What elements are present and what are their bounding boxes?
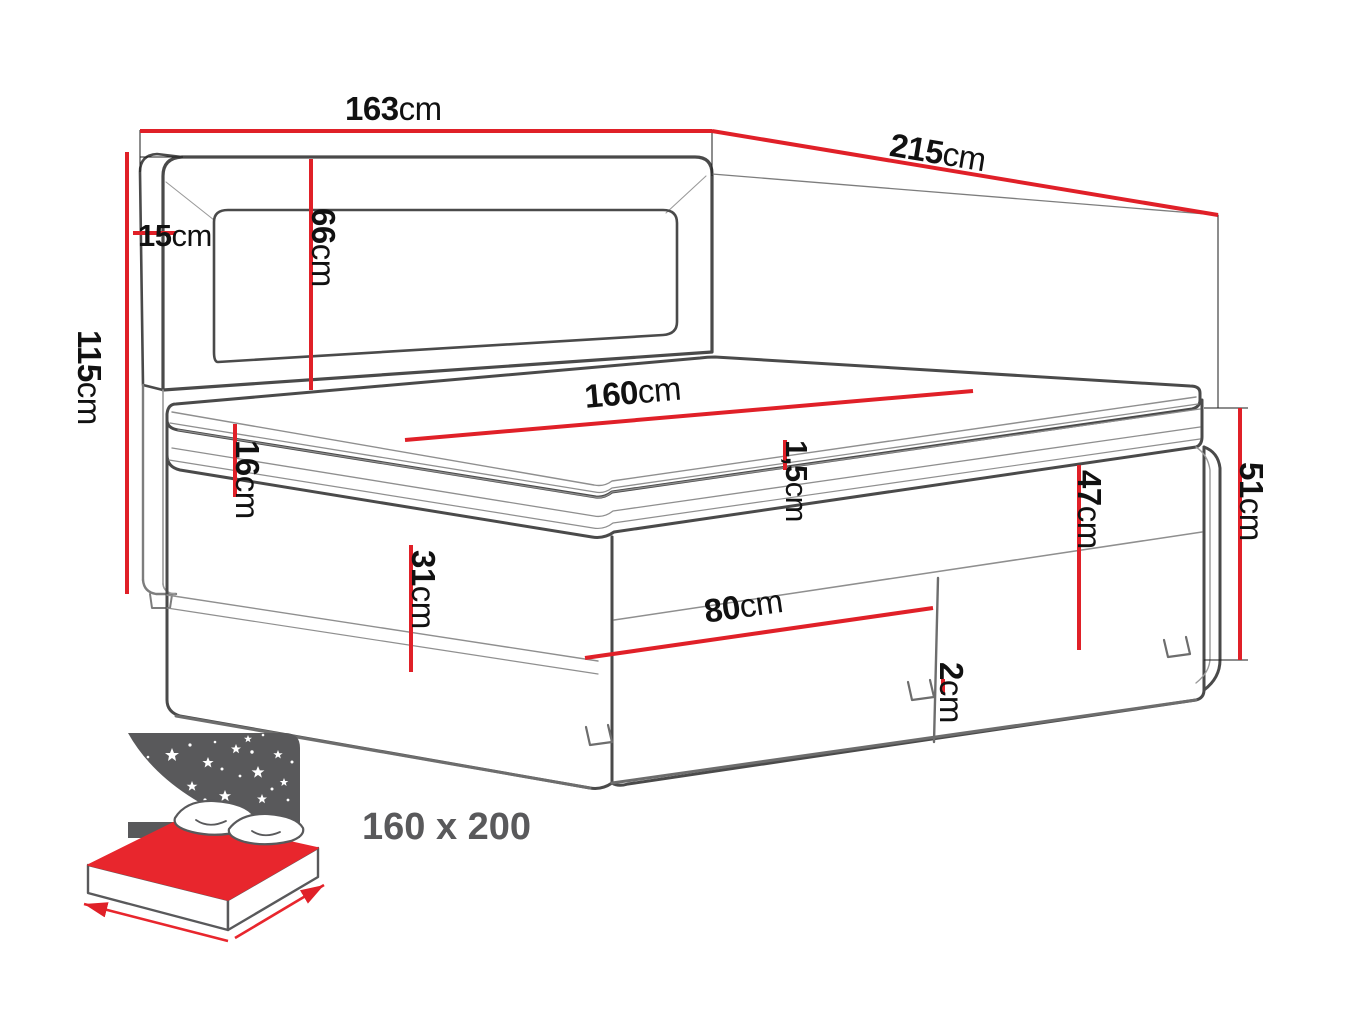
label-160cm: 160cm — [582, 369, 683, 415]
pillow-creases — [195, 819, 281, 837]
stars — [132, 733, 294, 814]
headboard-foot — [149, 593, 173, 609]
label-47cm: 47cm — [1071, 470, 1108, 549]
mattress-size-icon — [83, 733, 325, 943]
mattress-dim-arrows — [83, 883, 325, 943]
label-31cm: 31cm — [405, 550, 442, 629]
dimension-lines — [125, 129, 1242, 694]
label-115cm: 115cm — [71, 330, 108, 425]
headboard-front-panel — [161, 155, 714, 392]
headboard-right-return — [711, 173, 1219, 216]
label-163cm: 163cm — [345, 90, 442, 127]
dimline-215 — [711, 129, 1219, 217]
dimline-160 — [404, 389, 974, 442]
label-1-5cm: 1,5cm — [779, 440, 814, 522]
box-base-side — [610, 445, 1222, 787]
label-16cm: 16cm — [229, 440, 266, 519]
mattress-size-label: 160 x 200 — [362, 806, 532, 848]
dimline-80 — [584, 606, 934, 660]
label-2cm: 2cm — [933, 662, 970, 723]
bed-feet — [584, 635, 1192, 747]
label-51cm: 51cm — [1233, 462, 1270, 541]
bed-illustration — [138, 152, 1222, 790]
pillows — [173, 799, 305, 846]
mattress-body — [165, 398, 1204, 539]
label-15cm: 15cm — [138, 218, 212, 253]
backdrop-swoosh — [128, 733, 240, 822]
label-66cm: 66cm — [305, 208, 342, 287]
